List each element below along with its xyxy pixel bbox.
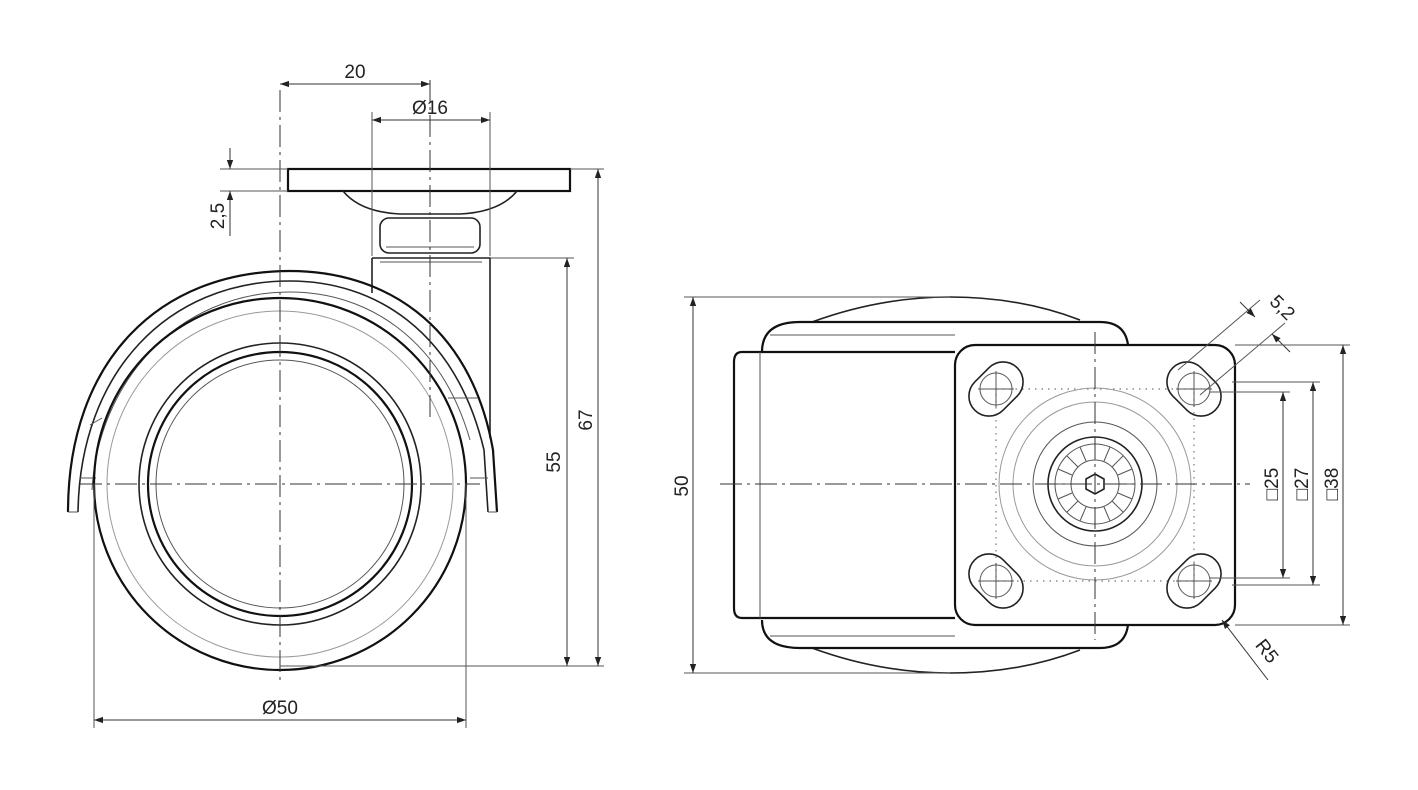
dim-plate-size-label: □38 xyxy=(1322,468,1343,501)
dim-plate-thickness: 2,5 xyxy=(208,148,288,236)
mounting-hole xyxy=(1166,361,1222,417)
dim-offset-label: 20 xyxy=(344,62,365,83)
dim-hole-spacing-outer-label: □27 xyxy=(1292,468,1313,501)
fork-body-top xyxy=(760,320,1130,353)
dim-stem-diameter-label: Ø16 xyxy=(412,98,448,119)
dim-wheel-diameter: Ø50 xyxy=(93,484,467,728)
dim-hole-spacing-inner: □25 xyxy=(1210,391,1290,579)
dim-height-to-plate-label: 55 xyxy=(544,451,565,472)
dim-width: 50 xyxy=(672,296,950,674)
dim-hole-spacing-outer: □27 xyxy=(1232,381,1320,586)
mounting-plate xyxy=(286,167,572,193)
dim-height-to-plate: 55 xyxy=(280,257,604,667)
dim-total-height: 67 xyxy=(570,168,604,666)
dim-plate-size: □38 xyxy=(1235,344,1350,626)
dim-hole-diameter-label: 5,2 xyxy=(1265,291,1299,325)
dim-plate-thickness-label: 2,5 xyxy=(208,203,229,229)
dim-hole-spacing-inner-label: □25 xyxy=(1262,468,1283,501)
mounting-hole xyxy=(968,553,1024,609)
dim-total-height-label: 67 xyxy=(576,409,597,430)
dim-wheel-diameter-label: Ø50 xyxy=(262,698,298,719)
dim-corner-radius: R5 xyxy=(1221,619,1282,681)
wheel-left-face xyxy=(732,350,955,620)
mounting-hole xyxy=(968,361,1024,417)
dim-stem-diameter: Ø16 xyxy=(371,98,491,256)
dim-width-label: 50 xyxy=(672,475,693,496)
dim-hole-diameter: 5,2 xyxy=(1177,291,1299,396)
side-view: 20 Ø16 2,5 55 67 xyxy=(66,62,604,728)
swivel-bearing xyxy=(379,217,481,254)
mounting-hole xyxy=(1166,553,1222,609)
top-view: 50 5,2 □25 □27 □38 xyxy=(672,291,1350,681)
mounting-holes xyxy=(968,361,1222,609)
wheel-outline-top xyxy=(811,296,1081,323)
dim-offset: 20 xyxy=(280,62,430,88)
fork-hood xyxy=(66,269,499,513)
